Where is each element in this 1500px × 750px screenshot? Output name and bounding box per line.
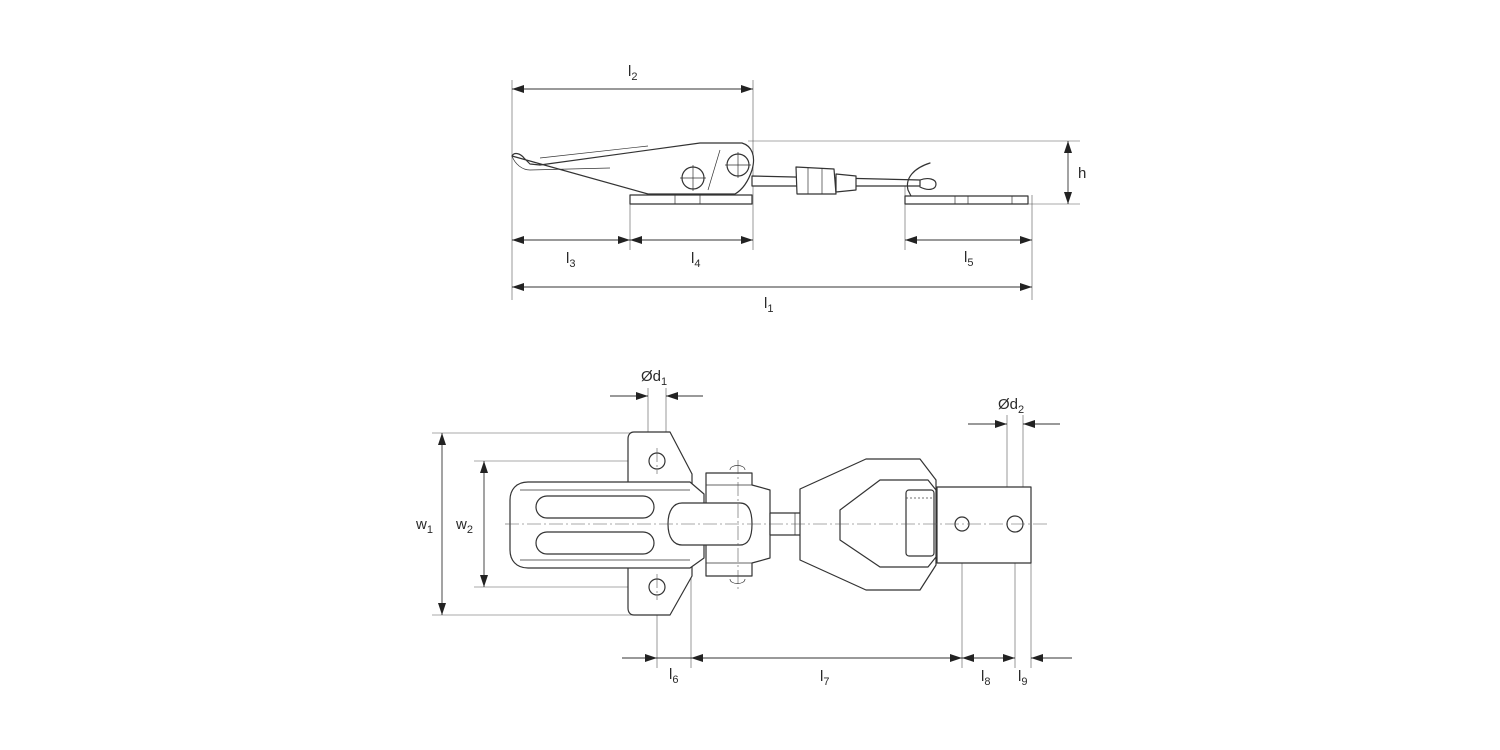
label-l2: l2 <box>628 63 637 83</box>
side-extension-lines <box>511 80 1080 300</box>
side-adjuster-body <box>795 166 837 195</box>
label-w1: w1 <box>415 516 433 536</box>
top-hook-tab <box>905 489 935 557</box>
label-l3: l3 <box>566 250 575 270</box>
side-pivot-hole-front <box>725 152 751 178</box>
top-lever-slot-upper <box>535 495 655 519</box>
top-lever-slot-lower <box>535 531 655 555</box>
side-view <box>511 80 1080 300</box>
side-pivot-hole-rear <box>680 165 706 191</box>
label-l4: l4 <box>691 250 700 270</box>
label-l7: l7 <box>820 668 829 688</box>
top-view <box>432 388 1072 668</box>
side-lever-handle <box>511 142 755 195</box>
label-l9: l9 <box>1018 668 1027 688</box>
label-l5: l5 <box>964 249 973 269</box>
label-w2: w2 <box>455 516 473 536</box>
label-l8: l8 <box>981 668 990 688</box>
label-d1: Ød1 <box>641 368 667 388</box>
label-l6: l6 <box>669 666 678 686</box>
label-l1: l1 <box>764 295 773 315</box>
top-keeper-plate <box>936 486 1032 564</box>
side-base-plate <box>629 194 753 205</box>
dimension-labels: l2 h l3 l4 l5 l1 Ød1 Ød2 w1 w2 l6 l7 l8 … <box>415 63 1086 688</box>
side-hook <box>906 162 931 199</box>
label-h: h <box>1078 165 1086 182</box>
label-d2: Ød2 <box>998 396 1024 416</box>
side-keeper-plate <box>904 195 1029 205</box>
